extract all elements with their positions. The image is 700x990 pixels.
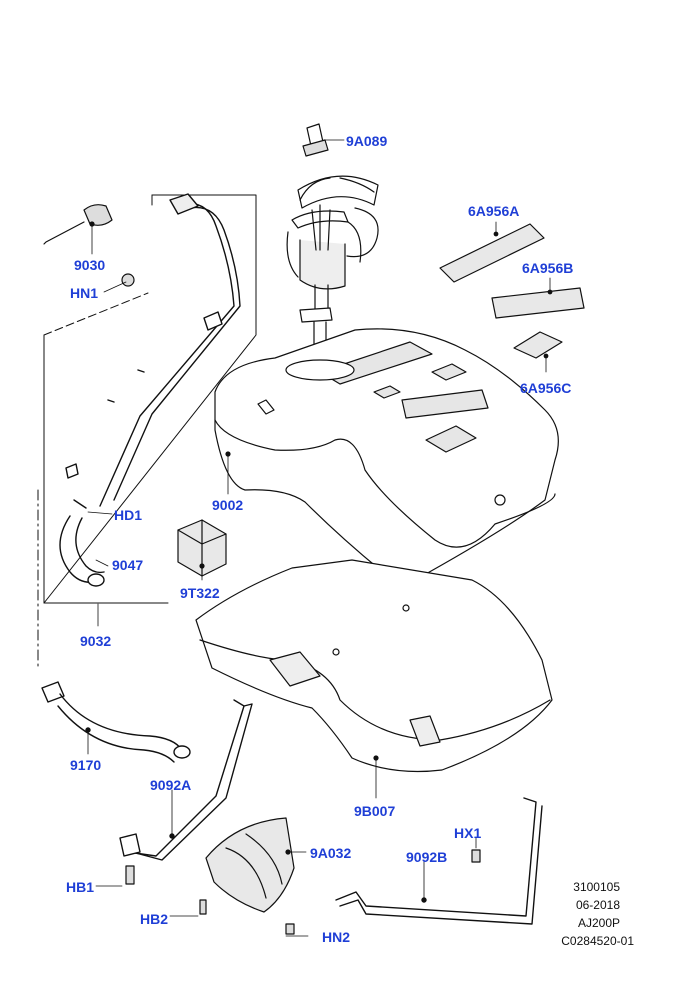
label-9092b[interactable]: 9092B xyxy=(406,849,448,865)
label-9002[interactable]: 9002 xyxy=(212,497,244,513)
shield-9a032 xyxy=(205,817,295,913)
label-9a089[interactable]: 9A089 xyxy=(346,133,388,149)
label-6a956a[interactable]: 6A956A xyxy=(468,203,520,219)
label-6a956c[interactable]: 6A956C xyxy=(520,380,572,396)
label-hn1[interactable]: HN1 xyxy=(70,285,99,301)
insulator-pads xyxy=(439,223,585,359)
model-code: AJ200P xyxy=(577,916,620,930)
label-9t322[interactable]: 9T322 xyxy=(180,585,220,601)
label-9b007[interactable]: 9B007 xyxy=(354,803,396,819)
label-hx1[interactable]: HX1 xyxy=(454,825,482,841)
revision-date: 06-2018 xyxy=(575,898,620,912)
fuel-tank xyxy=(214,328,559,583)
label-9a032[interactable]: 9A032 xyxy=(310,845,352,861)
label-9092a[interactable]: 9092A xyxy=(150,777,192,793)
filler-pipe xyxy=(65,193,241,507)
label-hb1[interactable]: HB1 xyxy=(66,879,95,895)
tube-9170 xyxy=(41,681,191,763)
filler-pipe-box xyxy=(37,194,257,671)
leaders-pads xyxy=(493,221,553,373)
fuel-cap xyxy=(43,204,113,245)
strap-9092a xyxy=(119,699,253,861)
heat-shield xyxy=(195,559,553,773)
reference-number: 3100105 xyxy=(573,880,620,894)
label-6a956b[interactable]: 6A956B xyxy=(522,260,574,276)
drawing-number: C0284520-01 xyxy=(561,934,634,948)
bracket-9t322 xyxy=(177,519,227,577)
fuel-pump-assembly xyxy=(286,123,379,375)
label-9030[interactable]: 9030 xyxy=(74,257,106,273)
fasteners xyxy=(125,849,481,935)
leader-lines xyxy=(87,139,477,937)
hose-9047 xyxy=(59,499,105,587)
hn1-nut xyxy=(121,273,135,287)
label-9170[interactable]: 9170 xyxy=(70,757,102,773)
label-9047[interactable]: 9047 xyxy=(112,557,144,573)
label-hd1[interactable]: HD1 xyxy=(114,507,143,523)
label-hb2[interactable]: HB2 xyxy=(140,911,169,927)
label-9032[interactable]: 9032 xyxy=(80,633,112,649)
label-hn2[interactable]: HN2 xyxy=(322,929,351,945)
